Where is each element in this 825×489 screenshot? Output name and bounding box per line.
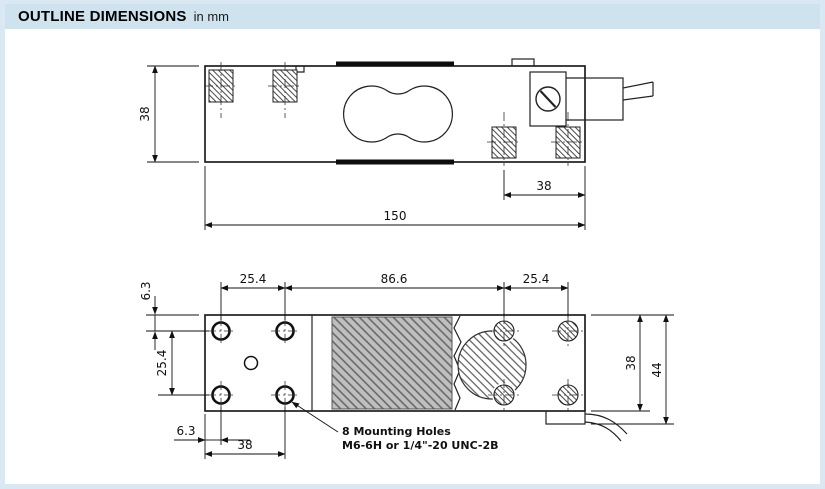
- page-title: OUTLINE DIMENSIONS: [18, 8, 187, 25]
- threaded-mounting-hole: [552, 315, 584, 347]
- dim-label-body-width: 38: [138, 106, 152, 121]
- note-line-1: 8 Mounting Holes: [342, 425, 451, 438]
- dim-label-right-offset: 38: [536, 179, 551, 193]
- mounting-hole: [207, 381, 235, 409]
- cable-gland: [584, 77, 624, 121]
- threaded-hole-bottom-right-2: [551, 112, 585, 166]
- dim-label-hole-pitch-right: 25.4: [523, 272, 550, 286]
- threaded-mounting-hole: [552, 379, 584, 411]
- threaded-hole-top-left-2: [268, 62, 302, 118]
- section-hatch-boss: [457, 330, 527, 400]
- cable-exit-tab: [545, 410, 586, 425]
- mounting-hole: [271, 317, 299, 345]
- dim-label-hole-pitch-left: 25.4: [240, 272, 267, 286]
- dim-label-edge-offset-bottom: 6.3: [176, 424, 195, 438]
- threaded-hole-bottom-right-1: [487, 112, 521, 166]
- dim-label-overall-width: 44: [650, 362, 664, 377]
- threaded-hole-top-left-1: [204, 62, 238, 118]
- center-hole: [243, 355, 259, 371]
- cable: [622, 81, 654, 89]
- mounting-holes-annotation: 8 Mounting Holes M6-6H or 1/4"-20 UNC-2B: [291, 401, 499, 452]
- leader-line: [291, 401, 339, 433]
- break-line: [453, 315, 462, 411]
- bottom-seal-bar: [336, 159, 454, 165]
- screw-slot: [539, 90, 557, 108]
- dim-label-bottom-span: 38: [237, 438, 252, 452]
- mounting-hole: [207, 317, 235, 345]
- dim-label-edge-offset-top: 6.3: [139, 281, 153, 300]
- bottom-view: [204, 314, 628, 442]
- threaded-mounting-hole: [488, 315, 520, 347]
- dim-label-hole-pitch-mid: 86.6: [381, 272, 408, 286]
- flexure-cutout: [343, 85, 453, 143]
- cable: [584, 421, 622, 442]
- page-subtitle: in mm: [193, 9, 229, 24]
- dim-label-body-width-plan: 38: [624, 355, 638, 370]
- mounting-hole: [271, 381, 299, 409]
- clamp-tab: [511, 58, 535, 67]
- note-line-2: M6-6H or 1/4"-20 UNC-2B: [342, 439, 499, 452]
- top-view-dimensions: 38 38 150: [138, 65, 586, 230]
- dim-label-length: 150: [384, 209, 407, 223]
- cable: [622, 95, 654, 101]
- top-view: [204, 58, 654, 166]
- cable-clamp-assembly: [511, 58, 654, 127]
- section-hatch-block: [331, 316, 453, 410]
- top-seal-bar: [336, 61, 454, 67]
- drawing-area: 38 38 150: [5, 29, 820, 484]
- dim-label-row-spacing: 25.4: [155, 350, 169, 377]
- cable: [584, 413, 628, 435]
- header-bar: OUTLINE DIMENSIONS in mm: [5, 4, 820, 29]
- clamp-block: [529, 71, 567, 127]
- threaded-mounting-hole: [488, 379, 520, 411]
- load-cell-body: [204, 65, 586, 163]
- bottom-view-dimensions: 25.4 86.6 25.4 6.3 25.4: [139, 272, 674, 459]
- technical-drawing: 38 38 150: [138, 58, 674, 459]
- edge-notch: [295, 66, 305, 73]
